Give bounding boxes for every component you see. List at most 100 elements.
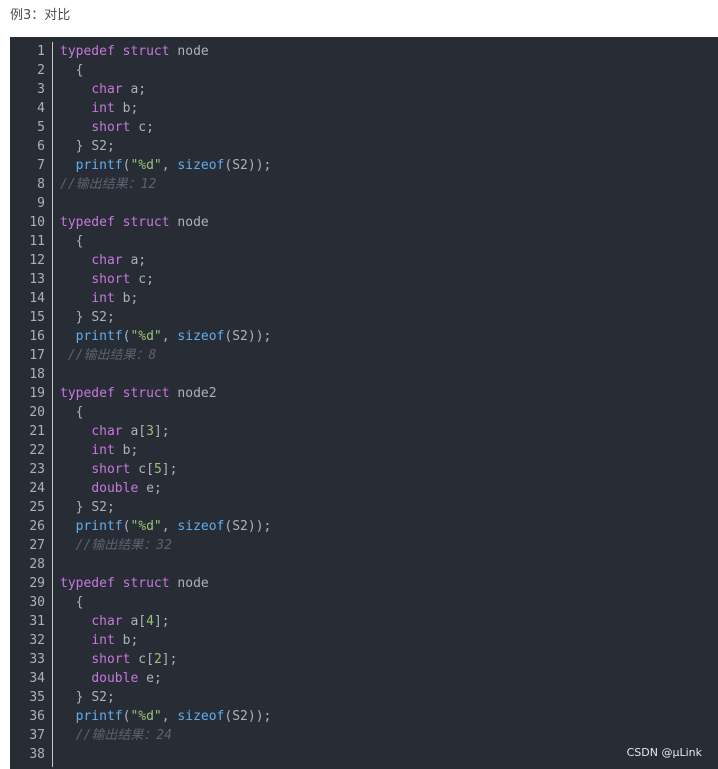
code-token: sizeof — [177, 709, 225, 724]
code-token: printf — [75, 158, 123, 173]
line-number: 9 — [37, 196, 45, 211]
line-number: 35 — [29, 690, 45, 705]
line-number: 36 — [29, 709, 45, 724]
line-number: 31 — [29, 614, 45, 629]
line-number: 10 — [29, 215, 45, 230]
code-token: sizeof — [177, 519, 225, 534]
line-number: 7 — [37, 158, 45, 173]
code-token: node — [177, 215, 209, 230]
code-token: 3 — [146, 424, 154, 439]
code-token: e — [146, 671, 154, 686]
line-number: 17 — [29, 348, 45, 363]
code-token: a — [130, 82, 139, 97]
code-token: S2 — [91, 500, 107, 515]
code-line: double e; — [91, 481, 162, 496]
code-token: short — [91, 462, 131, 477]
code-token: char — [91, 82, 123, 97]
code-line: int b; — [91, 443, 139, 458]
code-comment: //输出结果：32 — [75, 538, 172, 553]
code-line: { — [60, 63, 84, 78]
line-number: 20 — [29, 405, 45, 420]
line-number: 22 — [29, 443, 45, 458]
line-number: 38 — [29, 747, 45, 762]
code-line: { — [60, 595, 84, 610]
code-token: node2 — [177, 386, 217, 401]
code-token: struct — [122, 386, 170, 401]
code-token: S2 — [91, 310, 107, 325]
line-number: 29 — [29, 576, 45, 591]
code-line: short c; — [91, 120, 154, 135]
code-token: a — [130, 424, 139, 439]
line-number: 12 — [29, 253, 45, 268]
code-token: int — [91, 101, 115, 116]
code-line: char a; — [91, 82, 147, 97]
code-token: "%d" — [130, 519, 162, 534]
code-token: printf — [75, 519, 123, 534]
code-token: char — [91, 253, 123, 268]
code-line: typedef struct node2 — [60, 384, 718, 403]
code-lines: typedef struct node { char a; int b; sho… — [60, 42, 718, 764]
line-number: 19 — [29, 386, 45, 401]
code-line: } S2; — [60, 139, 115, 154]
code-token: struct — [122, 215, 170, 230]
code-token: printf — [75, 329, 123, 344]
code-line: { — [60, 234, 84, 249]
line-number: 3 — [37, 82, 45, 97]
code-token: typedef — [60, 215, 115, 230]
code-line: } S2; — [60, 500, 115, 515]
code-comment: //输出结果：8 — [67, 348, 157, 363]
code-line: typedef struct node — [60, 213, 718, 232]
line-number: 28 — [29, 557, 45, 572]
code-line — [60, 555, 718, 574]
code-line: printf("%d", sizeof(S2)); — [75, 709, 272, 724]
line-number: 23 — [29, 462, 45, 477]
code-token: a — [130, 253, 139, 268]
code-token: typedef — [60, 576, 115, 591]
code-line: } S2; — [60, 690, 115, 705]
line-number: 1 — [37, 44, 45, 59]
code-token: sizeof — [177, 158, 225, 173]
code-line: int b; — [91, 291, 139, 306]
line-number: 14 — [29, 291, 45, 306]
line-number: 4 — [37, 101, 45, 116]
code-token: node — [177, 44, 209, 59]
code-token: int — [91, 291, 115, 306]
code-token: 4 — [146, 614, 154, 629]
line-number: 26 — [29, 519, 45, 534]
code-token: struct — [122, 576, 170, 591]
line-number: 2 — [37, 63, 45, 78]
code-line: } S2; — [60, 310, 115, 325]
line-number: 24 — [29, 481, 45, 496]
code-token: struct — [122, 44, 170, 59]
code-token: double — [91, 481, 139, 496]
line-number: 5 — [37, 120, 45, 135]
code-line: printf("%d", sizeof(S2)); — [75, 519, 272, 534]
code-line: char a[4]; — [91, 614, 170, 629]
line-number: 30 — [29, 595, 45, 610]
line-number: 15 — [29, 310, 45, 325]
code-token: typedef — [60, 386, 115, 401]
code-token: "%d" — [130, 158, 162, 173]
code-token: b — [122, 291, 131, 306]
code-comment: //输出结果：24 — [75, 728, 172, 743]
code-token: b — [122, 101, 131, 116]
line-number: 32 — [29, 633, 45, 648]
code-token: S2 — [232, 329, 248, 344]
line-number: 16 — [29, 329, 45, 344]
line-number: 34 — [29, 671, 45, 686]
code-line — [60, 365, 718, 384]
code-token: c — [138, 652, 147, 667]
code-line: printf("%d", sizeof(S2)); — [75, 158, 272, 173]
code-comment: //输出结果：12 — [60, 177, 157, 192]
code-token: a — [130, 614, 139, 629]
line-number: 25 — [29, 500, 45, 515]
code-token: S2 — [232, 158, 248, 173]
code-line: printf("%d", sizeof(S2)); — [75, 329, 272, 344]
code-token: printf — [75, 709, 123, 724]
code-token: node — [177, 576, 209, 591]
code-token: S2 — [91, 139, 107, 154]
code-line: int b; — [91, 101, 139, 116]
code-token: char — [91, 614, 123, 629]
